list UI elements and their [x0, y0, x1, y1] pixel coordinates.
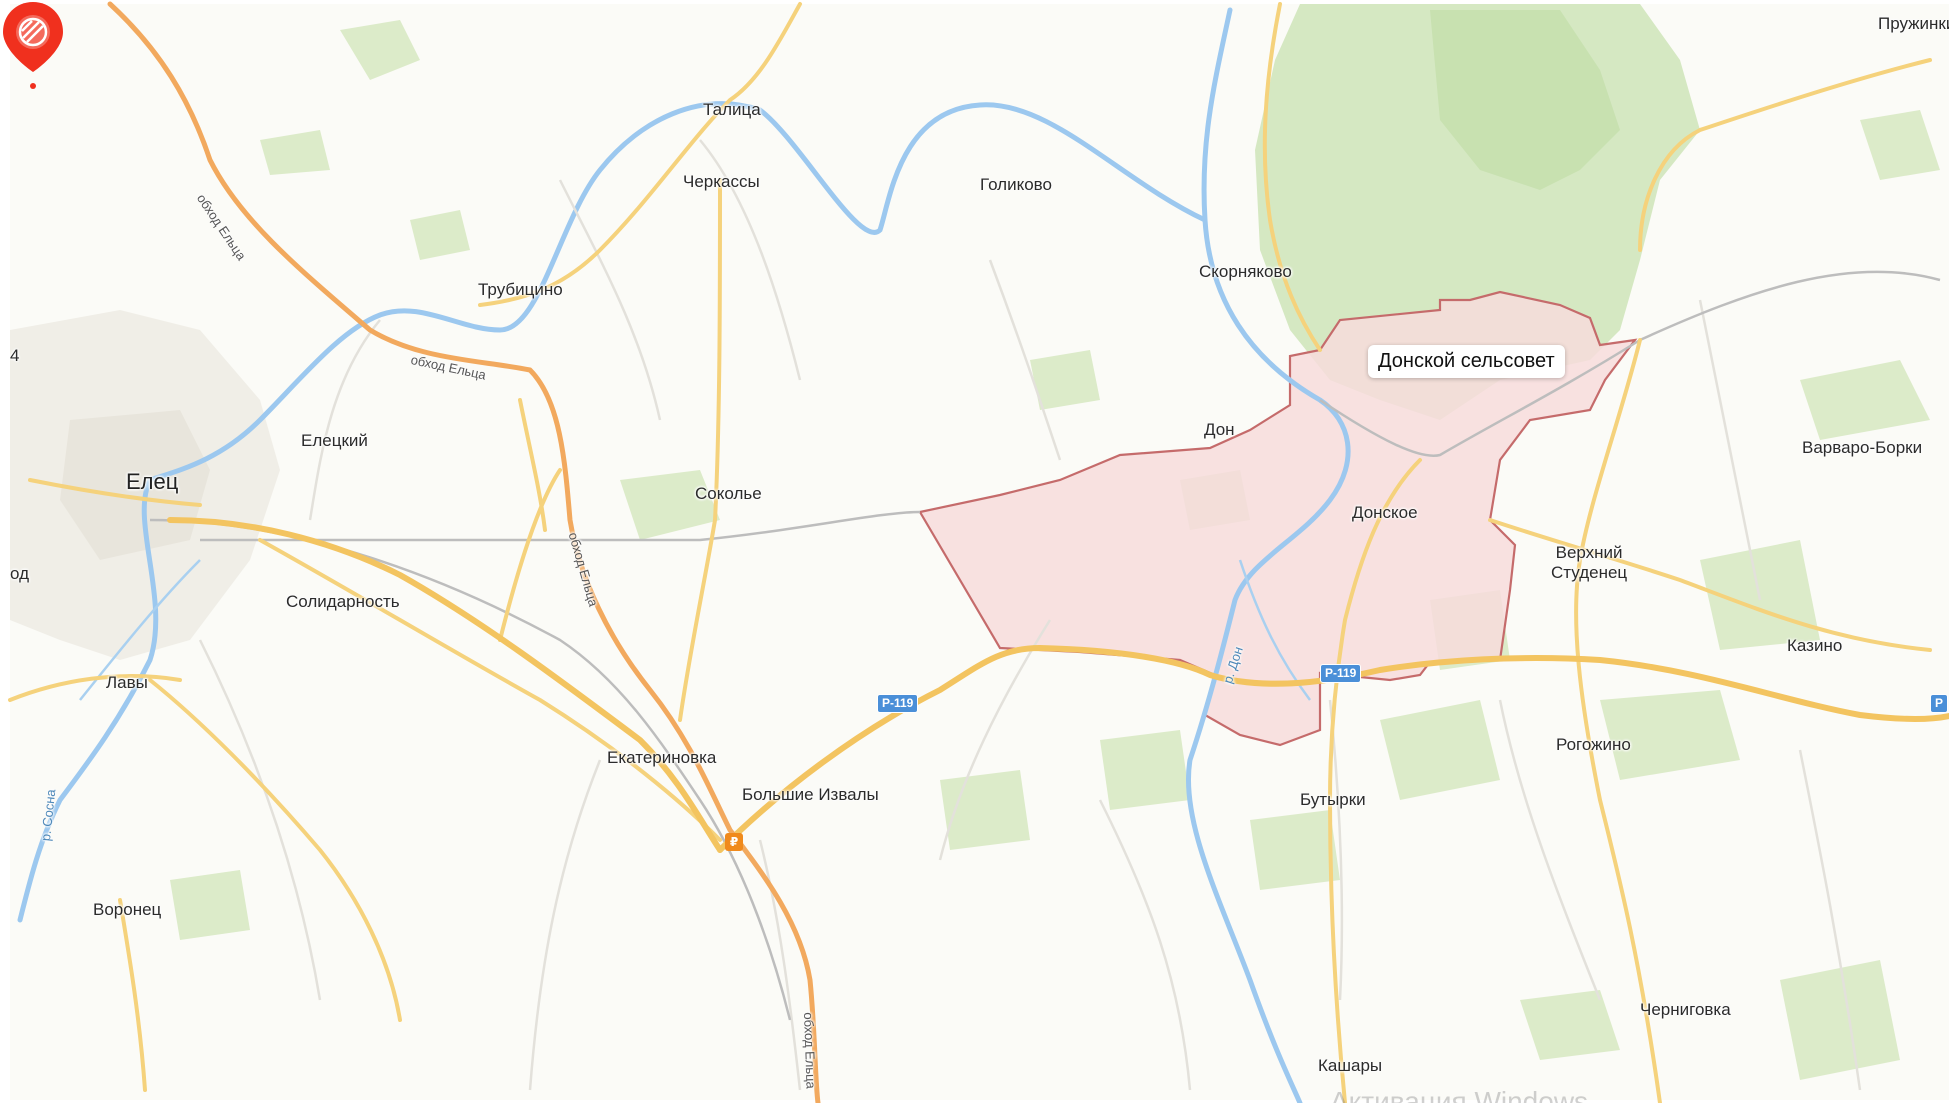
streams: [79, 559, 1312, 701]
windows-activation-watermark: Активация Windows: [1330, 1086, 1589, 1103]
place-label: Большие Извалы: [742, 785, 879, 804]
place-label: Казино: [1787, 636, 1843, 655]
place-label: Воронец: [93, 900, 162, 919]
place-label: Екатериновка: [607, 748, 717, 767]
place-label: Рогожино: [1556, 735, 1631, 754]
place-label: Пружинки: [1878, 14, 1949, 33]
place-label-edge: од: [10, 564, 30, 583]
place-label: Кашары: [1318, 1056, 1383, 1075]
road-label: обход Ельца: [801, 1012, 819, 1089]
place-label: Варваро-Борки: [1802, 438, 1923, 457]
place-label-line: Верхний: [1555, 543, 1623, 562]
place-label: Трубицино: [478, 280, 563, 299]
district-highlight: [918, 290, 1638, 747]
regional-roads: [8, 2, 1932, 1103]
marker-label[interactable]: Донской сельсовет: [1368, 345, 1565, 378]
gas-station-icon[interactable]: ₽: [725, 833, 743, 851]
city-label: Елец: [126, 469, 179, 494]
place-label: Скорняково: [1199, 262, 1292, 281]
bypass-road: [107, 1, 821, 1103]
place-label: Верхний Студенец: [1551, 543, 1627, 583]
place-label: Черниговка: [1640, 1000, 1731, 1019]
forest-area: [1430, 10, 1620, 190]
place-label: Дон: [1204, 420, 1235, 439]
place-label: Лавы: [106, 673, 148, 692]
place-label: Донское: [1352, 503, 1418, 522]
place-label: Черкассы: [683, 172, 760, 191]
place-label: Бутырки: [1300, 790, 1366, 809]
road-shield: Р: [1930, 694, 1949, 713]
place-label: Талица: [703, 100, 761, 119]
road-shield: Р-119: [877, 694, 919, 713]
place-label: Елецкий: [301, 431, 368, 450]
forest-patches: [170, 20, 1940, 1080]
place-label-line: Студенец: [1551, 563, 1628, 582]
place-label: Голиково: [980, 175, 1052, 194]
place-label-edge: 4: [10, 346, 20, 365]
main-road-r119: [167, 517, 1949, 853]
river-lines: [17, 7, 1351, 1103]
place-label: Соколье: [695, 484, 762, 503]
place-label: Солидарность: [286, 592, 400, 611]
road-shield: Р-119: [1320, 664, 1362, 683]
map-pin-icon[interactable]: [0, 0, 66, 92]
